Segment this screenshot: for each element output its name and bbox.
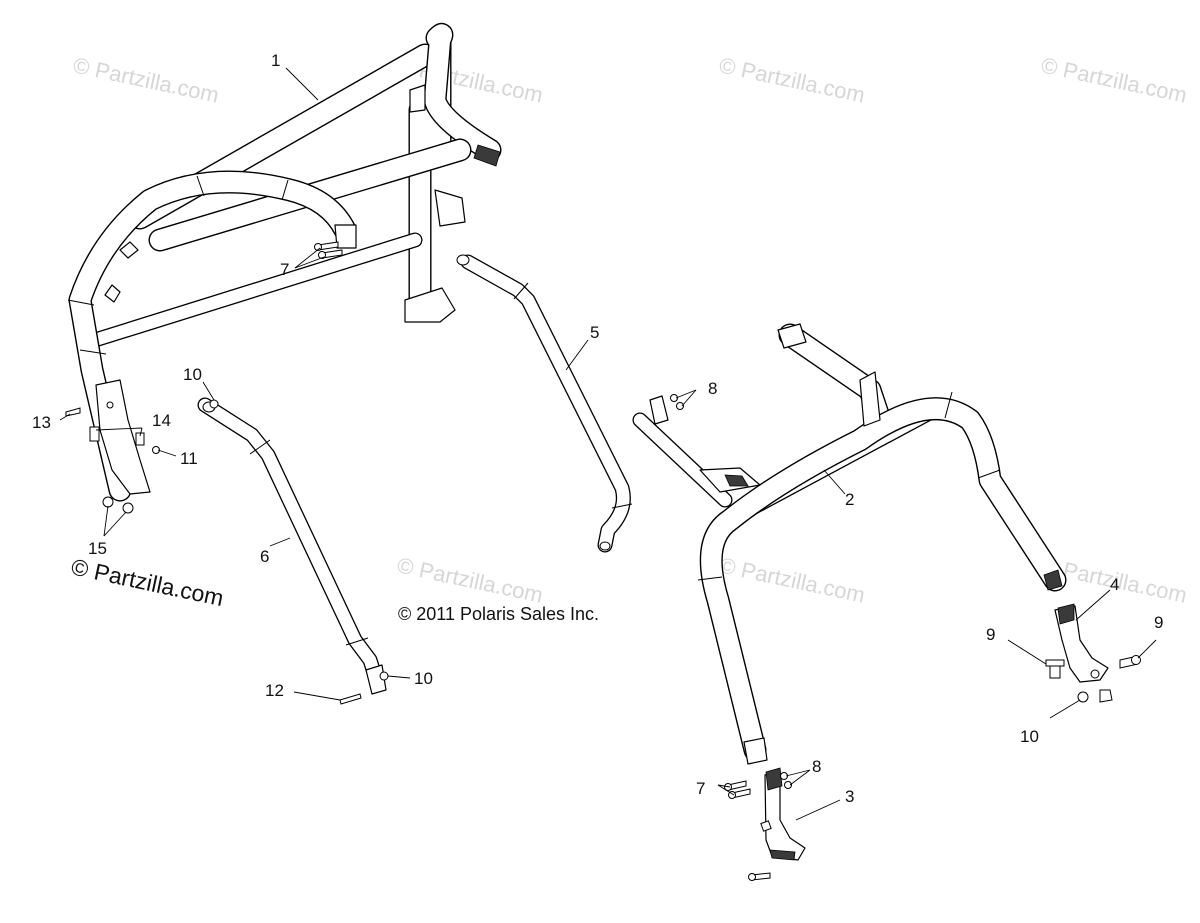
callout-4: 4 [1110, 575, 1119, 594]
leader-lines [59, 67, 1157, 821]
callout-2: 2 [845, 490, 854, 509]
callout-5: 5 [590, 323, 599, 342]
callout-13: 13 [32, 413, 51, 432]
callouts: 1 7 5 10 13 14 11 15 6 8 2 12 10 4 9 9 1… [32, 51, 1163, 806]
callout-7: 7 [280, 260, 289, 279]
callout-8: 8 [812, 757, 821, 776]
callout-6: 6 [260, 547, 269, 566]
watermark: © Partzilla.com [395, 552, 545, 607]
part-4-foot-bracket [1054, 603, 1109, 683]
callout-10: 10 [1020, 727, 1039, 746]
watermark: © Partzilla.com [1039, 52, 1189, 107]
part-1-front-roll-cage [67, 23, 502, 502]
watermark: © Partzilla.com [717, 52, 867, 107]
part-2-rear-roll-cage [632, 323, 1067, 765]
hardware [65, 241, 1141, 799]
callout-10: 10 [183, 365, 202, 384]
brand-mark: © Partzilla.com [69, 553, 226, 611]
callout-11: 11 [180, 449, 198, 468]
callout-15: 15 [88, 539, 107, 558]
callout-8: 8 [708, 379, 717, 398]
copyright-text: © 2011 Polaris Sales Inc. [398, 604, 599, 624]
callout-10: 10 [414, 669, 433, 688]
watermark: © Partzilla.com [71, 52, 221, 107]
part-6-brace [197, 397, 387, 695]
callout-9: 9 [986, 625, 995, 644]
callout-14: 14 [152, 411, 171, 430]
callout-9: 9 [1154, 613, 1163, 632]
part-3-foot-bracket [748, 767, 806, 881]
watermark: © Partzilla.com [717, 552, 867, 607]
part-5-brace [456, 254, 633, 553]
callout-7: 7 [696, 779, 705, 798]
callout-3: 3 [845, 787, 854, 806]
callout-1: 1 [271, 51, 280, 70]
callout-12: 12 [265, 681, 284, 700]
